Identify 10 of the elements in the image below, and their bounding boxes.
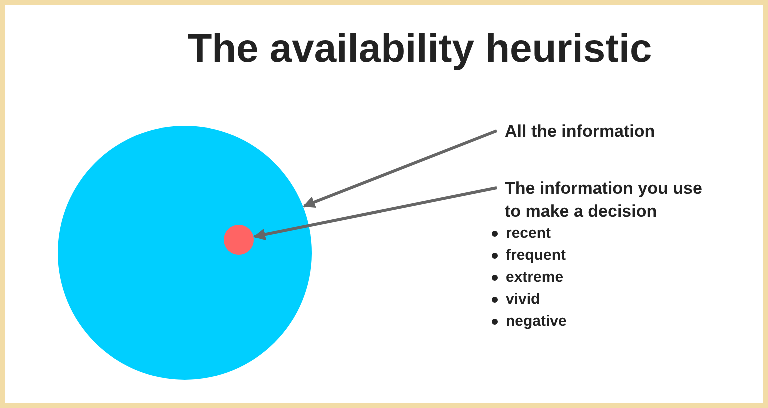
callout-text: All the information (505, 121, 656, 143)
bullet-item: frequent (492, 245, 710, 267)
arrow (303, 130, 498, 208)
bullet-item: negative (492, 311, 710, 333)
arrow (254, 186, 498, 241)
title: The availability heuristic (186, 26, 654, 73)
bullet-item: vivid (492, 289, 710, 311)
bullet-item: extreme (492, 267, 710, 289)
bullet-item: recent (492, 223, 710, 245)
callout-text: The information you use to make a decision (505, 178, 704, 223)
